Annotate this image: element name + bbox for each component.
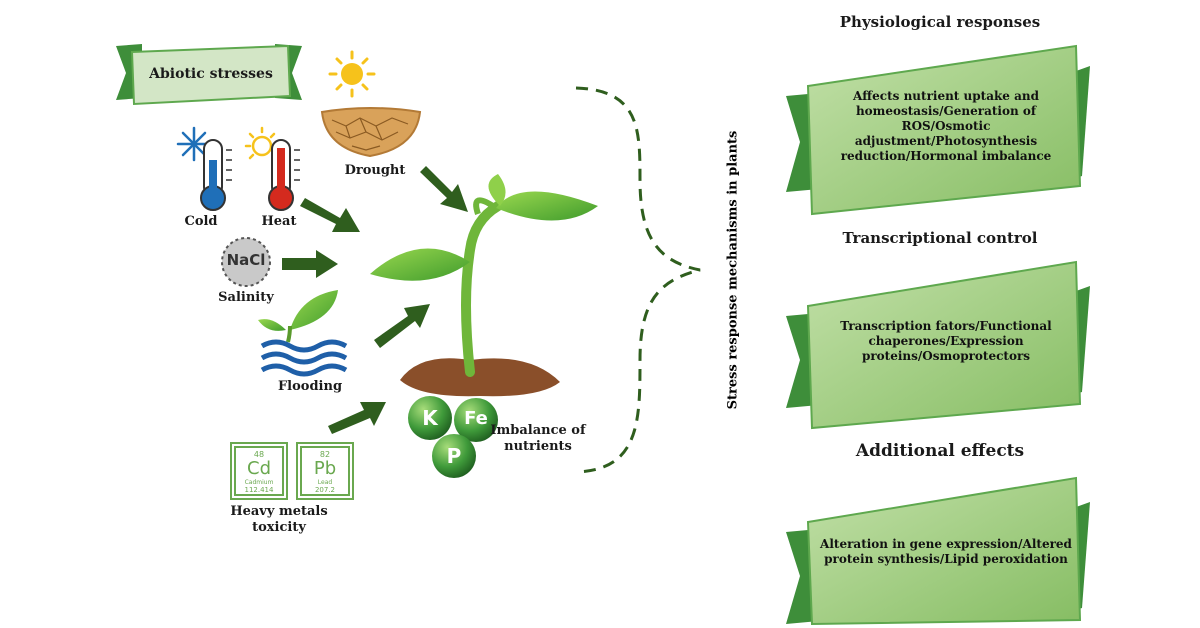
flooding-icon [258,290,348,377]
arrow-drought [420,166,468,212]
arrow-salinity [282,250,338,278]
element-weight: 112.414 [244,486,274,494]
sun-icon [328,50,376,98]
banner-title: Abiotic stresses [149,66,273,82]
salinity-label: Salinity [218,290,274,305]
arrow-metals [328,402,386,434]
nutrient-fe: Fe [464,408,488,429]
arrow-flooding [374,304,430,348]
section-title-physiological: Physiological responses [839,13,1041,31]
section-title-additional: Additional effects [855,441,1025,461]
stress-arrows [282,166,468,434]
element-number: 82 [319,450,331,459]
salt-icon [221,237,271,287]
card-transcriptional [786,260,1090,430]
element-name: Lead [317,479,333,486]
seedling-illustration [370,174,598,397]
card-text-additional: Alteration in gene expression/Altered pr… [820,537,1072,566]
section-title-transcriptional: Transcriptional control [842,229,1038,247]
nutrient-k: K [422,406,438,430]
element-symbol: Pb [313,458,337,479]
banner-ribbon [116,44,302,106]
card-physiological [786,44,1090,216]
heat-thermometer-icon [244,126,300,211]
nutrients-label: Imbalance of nutrients [490,423,586,454]
card-text-physiological: Affects nutrient uptake and homeostasis/… [840,89,1052,163]
card-additional [786,476,1090,626]
nutrient-p: P [446,444,462,468]
arrow-temperature [300,198,360,232]
cold-thermometer-icon [176,126,232,211]
cold-label: Cold [184,214,218,229]
element-name: Cadmium [244,479,274,486]
dashed-brace [575,86,701,474]
element-weight: 207.2 [314,486,336,494]
card-text-transcriptional: Transcription fators/Functional chaperon… [840,319,1052,363]
element-number: 48 [253,450,265,459]
flooding-label: Flooding [277,379,343,394]
mechanisms-label: Stress response mechanisms in plants [725,130,741,410]
salt-symbol: NaCl [226,251,266,269]
element-symbol: Cd [247,458,271,479]
heat-label: Heat [261,214,297,229]
drought-cracked-soil-icon [320,107,422,158]
nutrient-balls [408,396,498,478]
element-tile-lead: 82 Pb Lead 207.2 [296,442,354,500]
element-tile-cadmium: 48 Cd Cadmium 112.414 [230,442,288,500]
drought-label: Drought [344,163,406,178]
heavy-metals-label: Heavy metals toxicity [230,504,328,535]
